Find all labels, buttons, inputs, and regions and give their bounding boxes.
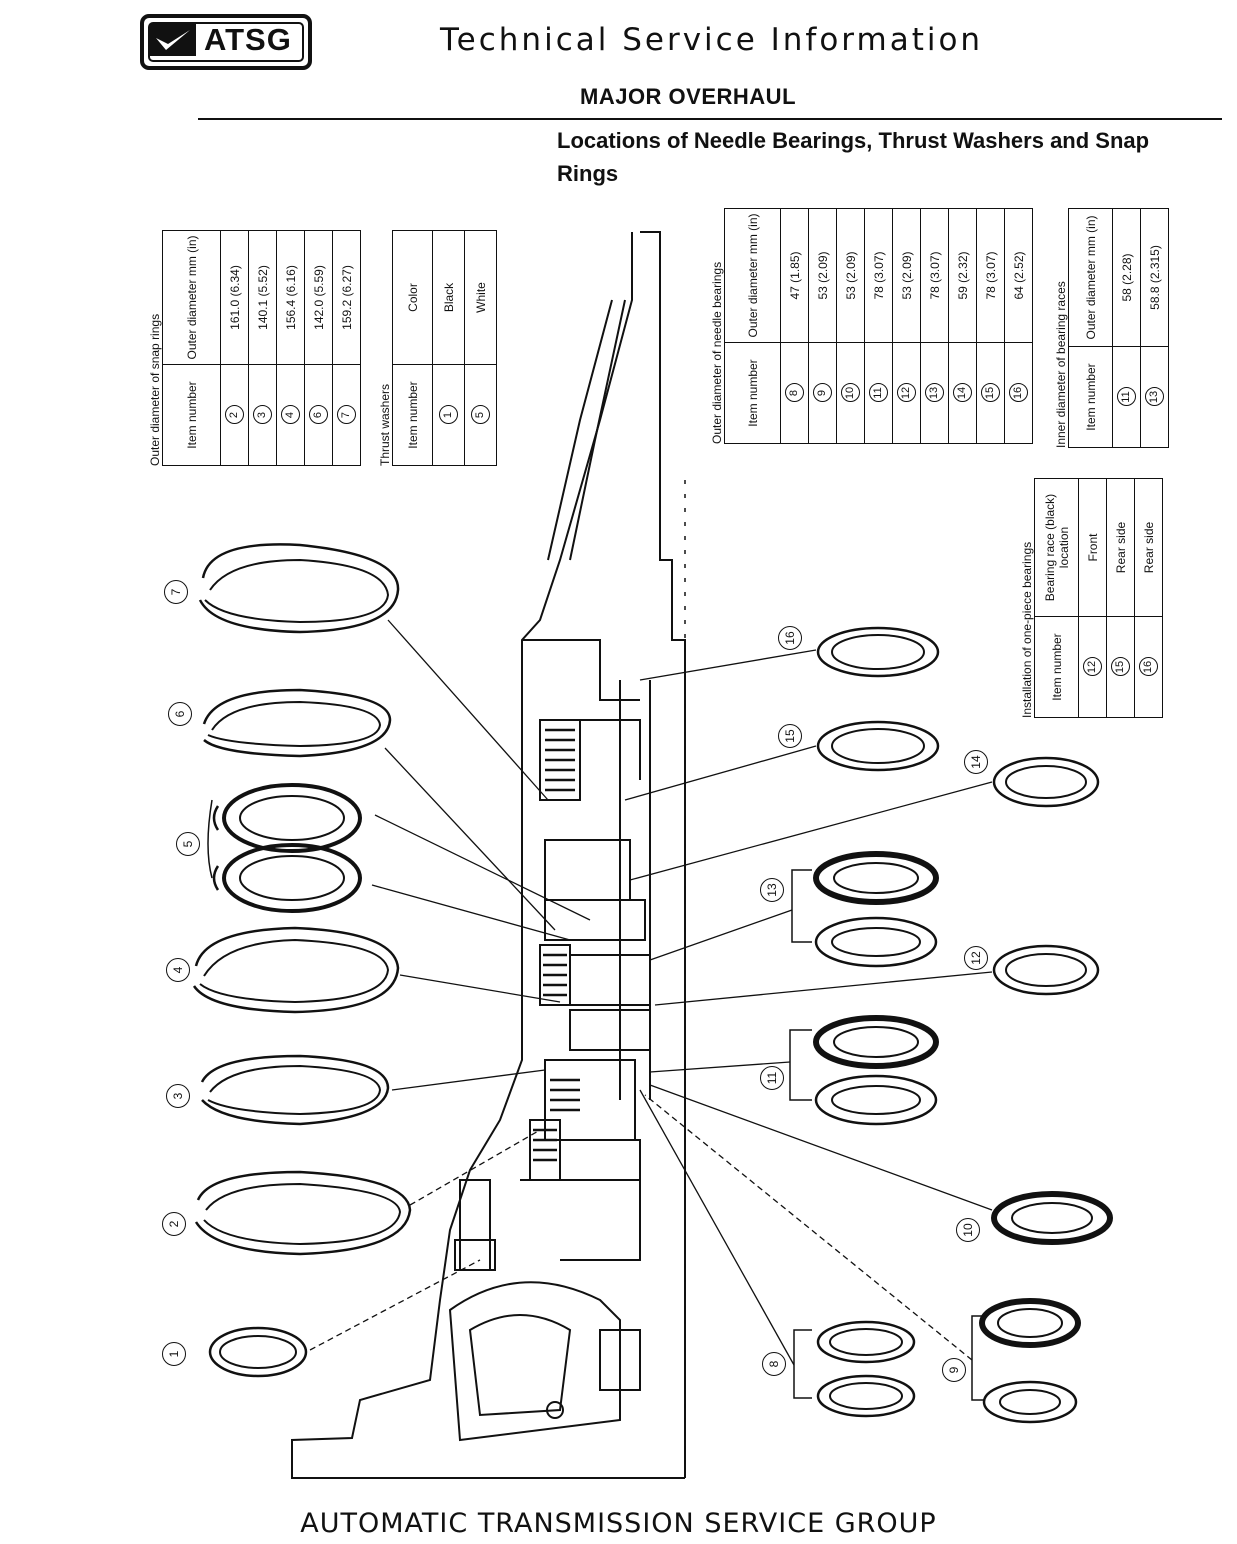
one-piece-bearings-table: Installation of one-piece bearings Item … <box>1020 478 1163 718</box>
header-rule <box>198 118 1222 120</box>
callout-1: 1 <box>162 1342 186 1366</box>
logo-text: ATSG <box>204 22 292 57</box>
snap-rings-table: Outer diameter of snap rings Item number… <box>148 230 361 466</box>
bearing-races-table: Inner diameter of bearing races Item num… <box>1054 208 1169 448</box>
needle-bearings-col-item: Item number <box>724 342 781 444</box>
needle-bearings-col-diameter: Outer diameter mm (in) <box>724 208 781 343</box>
one-piece-col-item: Item number <box>1034 616 1079 718</box>
one-piece-col-location: Bearing race (black) location <box>1034 478 1079 617</box>
atsg-logo: ATSG <box>140 14 312 70</box>
bearing-races-col-item: Item number <box>1068 346 1113 448</box>
callout-10: 10 <box>956 1218 980 1242</box>
one-piece-bearings-caption: Installation of one-piece bearings <box>1020 541 1034 718</box>
callout-5: 5 <box>176 832 200 856</box>
footer-text: AUTOMATIC TRANSMISSION SERVICE GROUP <box>300 1508 937 1539</box>
thrust-washers-col-item: Item number <box>392 364 433 466</box>
callout-7: 7 <box>164 580 188 604</box>
callout-6: 6 <box>168 702 192 726</box>
section-heading: MAJOR OVERHAUL <box>580 84 797 109</box>
one-piece-bearings-grid: Item number Bearing race (black) locatio… <box>1034 478 1163 718</box>
callout-4: 4 <box>166 958 190 982</box>
page-title: Technical Service Information <box>440 22 984 58</box>
callout-13: 13 <box>760 878 784 902</box>
needle-bearings-caption: Outer diameter of needle bearings <box>710 261 724 444</box>
thrust-washers-col-color: Color <box>392 230 433 365</box>
callout-16: 16 <box>778 626 802 650</box>
snap-rings-caption: Outer diameter of snap rings <box>148 313 162 466</box>
callout-8: 8 <box>762 1352 786 1376</box>
bearing-races-col-diameter: Outer diameter mm (in) <box>1068 208 1113 347</box>
checkmark-icon <box>150 24 196 56</box>
callout-11: 11 <box>760 1066 784 1090</box>
callout-15: 15 <box>778 724 802 748</box>
thrust-washers-caption: Thrust washers <box>378 383 392 466</box>
callout-14: 14 <box>964 750 988 774</box>
snap-rings-col-diameter: Outer diameter mm (in) <box>162 230 221 365</box>
callout-9: 9 <box>942 1358 966 1382</box>
callout-3: 3 <box>166 1084 190 1108</box>
bearing-races-caption: Inner diameter of bearing races <box>1054 281 1068 448</box>
needle-bearings-table: Outer diameter of needle bearings Item n… <box>710 208 1033 444</box>
callout-2: 2 <box>162 1212 186 1236</box>
snap-rings-col-item: Item number <box>162 364 221 466</box>
callout-12: 12 <box>964 946 988 970</box>
diagram-subtitle: Locations of Needle Bearings, Thrust Was… <box>557 128 1150 186</box>
